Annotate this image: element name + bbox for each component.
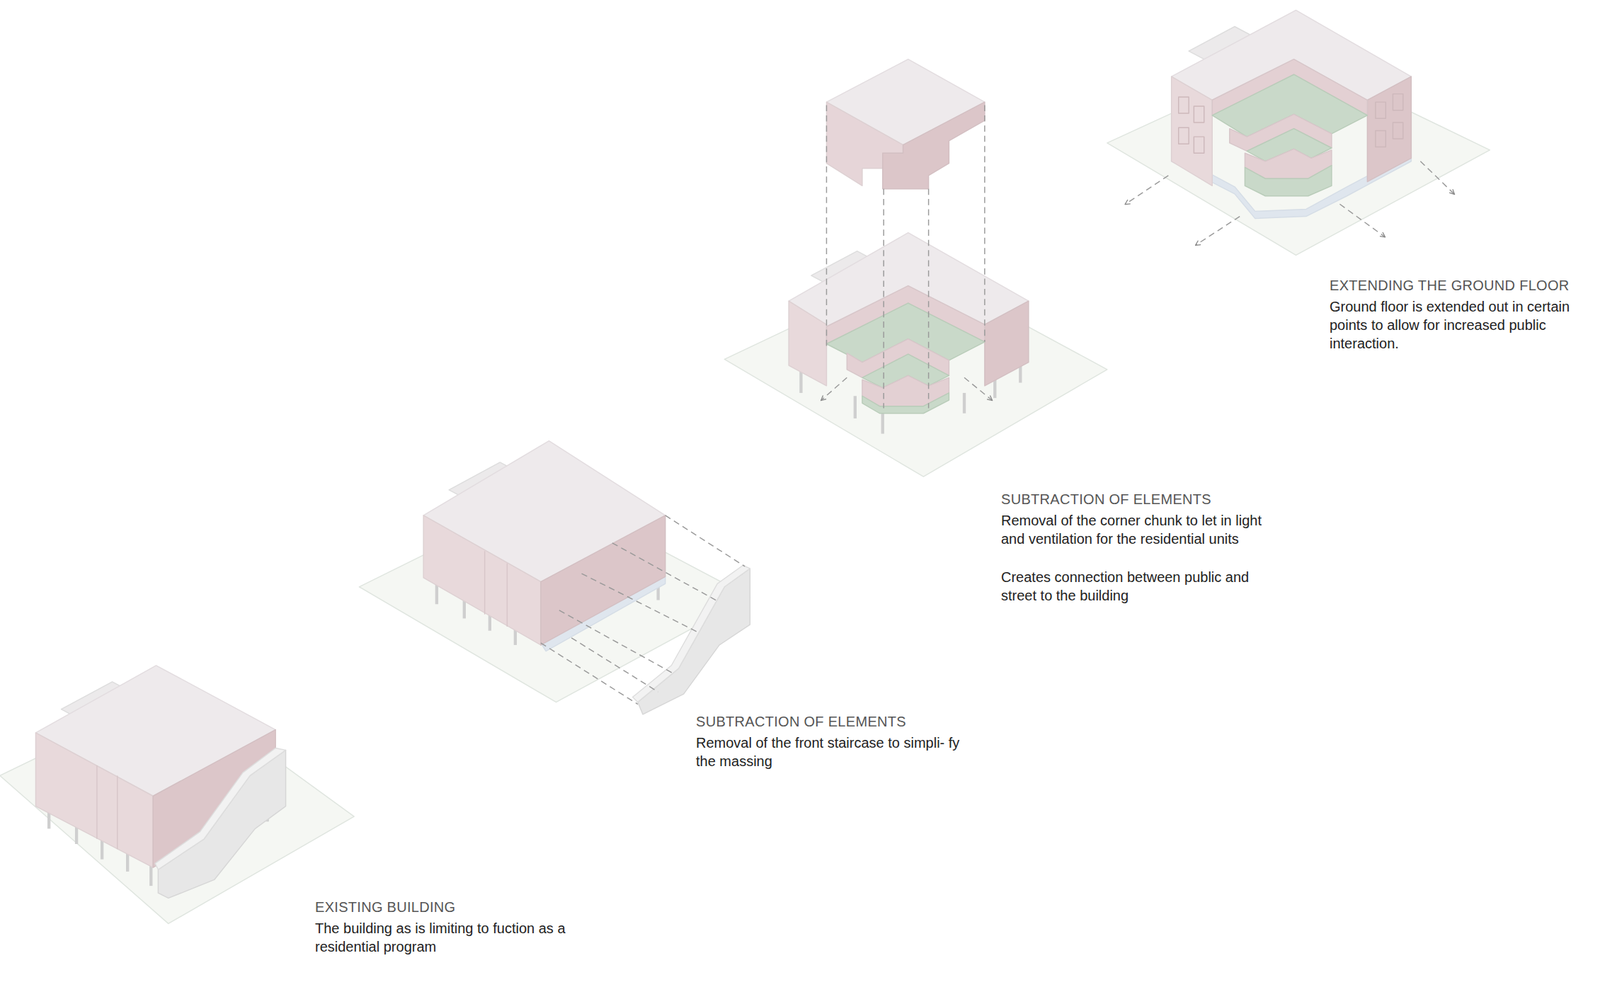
staircase — [157, 749, 286, 898]
site-plane — [724, 267, 1107, 477]
step-heading: SUBTRACTION OF ELEMENTS — [1001, 489, 1306, 509]
step-description: Removal of the corner chunk to let in li… — [1001, 511, 1278, 548]
removed-corner — [826, 59, 985, 190]
step-heading: EXISTING BUILDING — [315, 897, 620, 917]
step-description: The building as is limiting to fuction a… — [315, 918, 585, 956]
step-heading: EXTENDING THE GROUND FLOOR — [1329, 276, 1596, 295]
step-description: Removal of the front staircase to simpli… — [695, 733, 976, 771]
step-description: Creates connection between public and st… — [1001, 567, 1278, 605]
step-description: Ground floor is extended out in certain … — [1329, 297, 1592, 353]
step-heading: SUBTRACTION OF ELEMENTS — [695, 712, 1001, 731]
site-plane — [1107, 55, 1490, 255]
